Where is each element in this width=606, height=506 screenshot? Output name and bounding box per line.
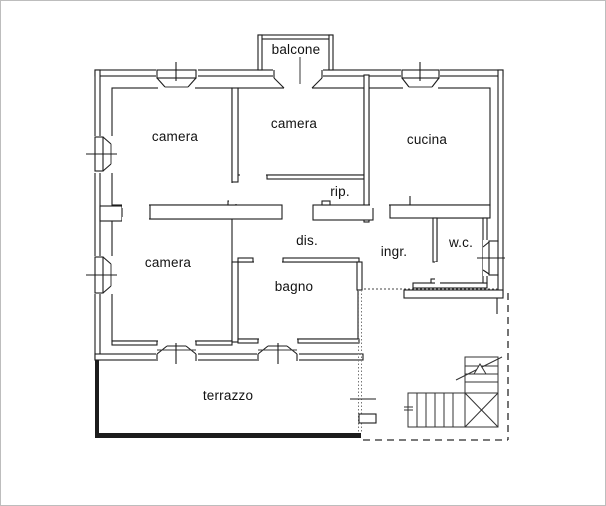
room-label-bagno: bagno (275, 279, 314, 294)
room-label-dis: dis. (296, 233, 318, 248)
terrace-door-icon-right (257, 343, 298, 364)
room-label-rip: rip. (330, 184, 350, 199)
window-icon-left-upper (86, 136, 117, 172)
window-icon-left-lower (86, 256, 117, 294)
stairwell-boundary (350, 288, 509, 441)
room-labels: balcone camera camera cucina rip. dis. i… (145, 42, 473, 403)
room-label-cucina: cucina (407, 132, 448, 147)
room-label-camera-bottom-left: camera (145, 255, 192, 270)
balcony-walls (257, 34, 334, 71)
room-label-camera-top-left: camera (152, 129, 199, 144)
terrace-walls (95, 360, 361, 438)
room-outlines (111, 87, 491, 342)
room-label-balcone: balcone (272, 42, 321, 57)
room-label-wc: w.c. (448, 235, 473, 250)
window-icon-wc (477, 240, 505, 276)
balcony-door-icon (273, 57, 323, 89)
room-label-terrazzo: terrazzo (203, 388, 253, 403)
terrace-door-icon-left (156, 343, 197, 364)
room-label-camera-top-mid: camera (271, 116, 318, 131)
room-label-ingr: ingr. (381, 244, 408, 259)
window-icon-top-left (156, 62, 197, 88)
staircase-icon (404, 356, 503, 428)
window-icon-kitchen (401, 62, 440, 88)
